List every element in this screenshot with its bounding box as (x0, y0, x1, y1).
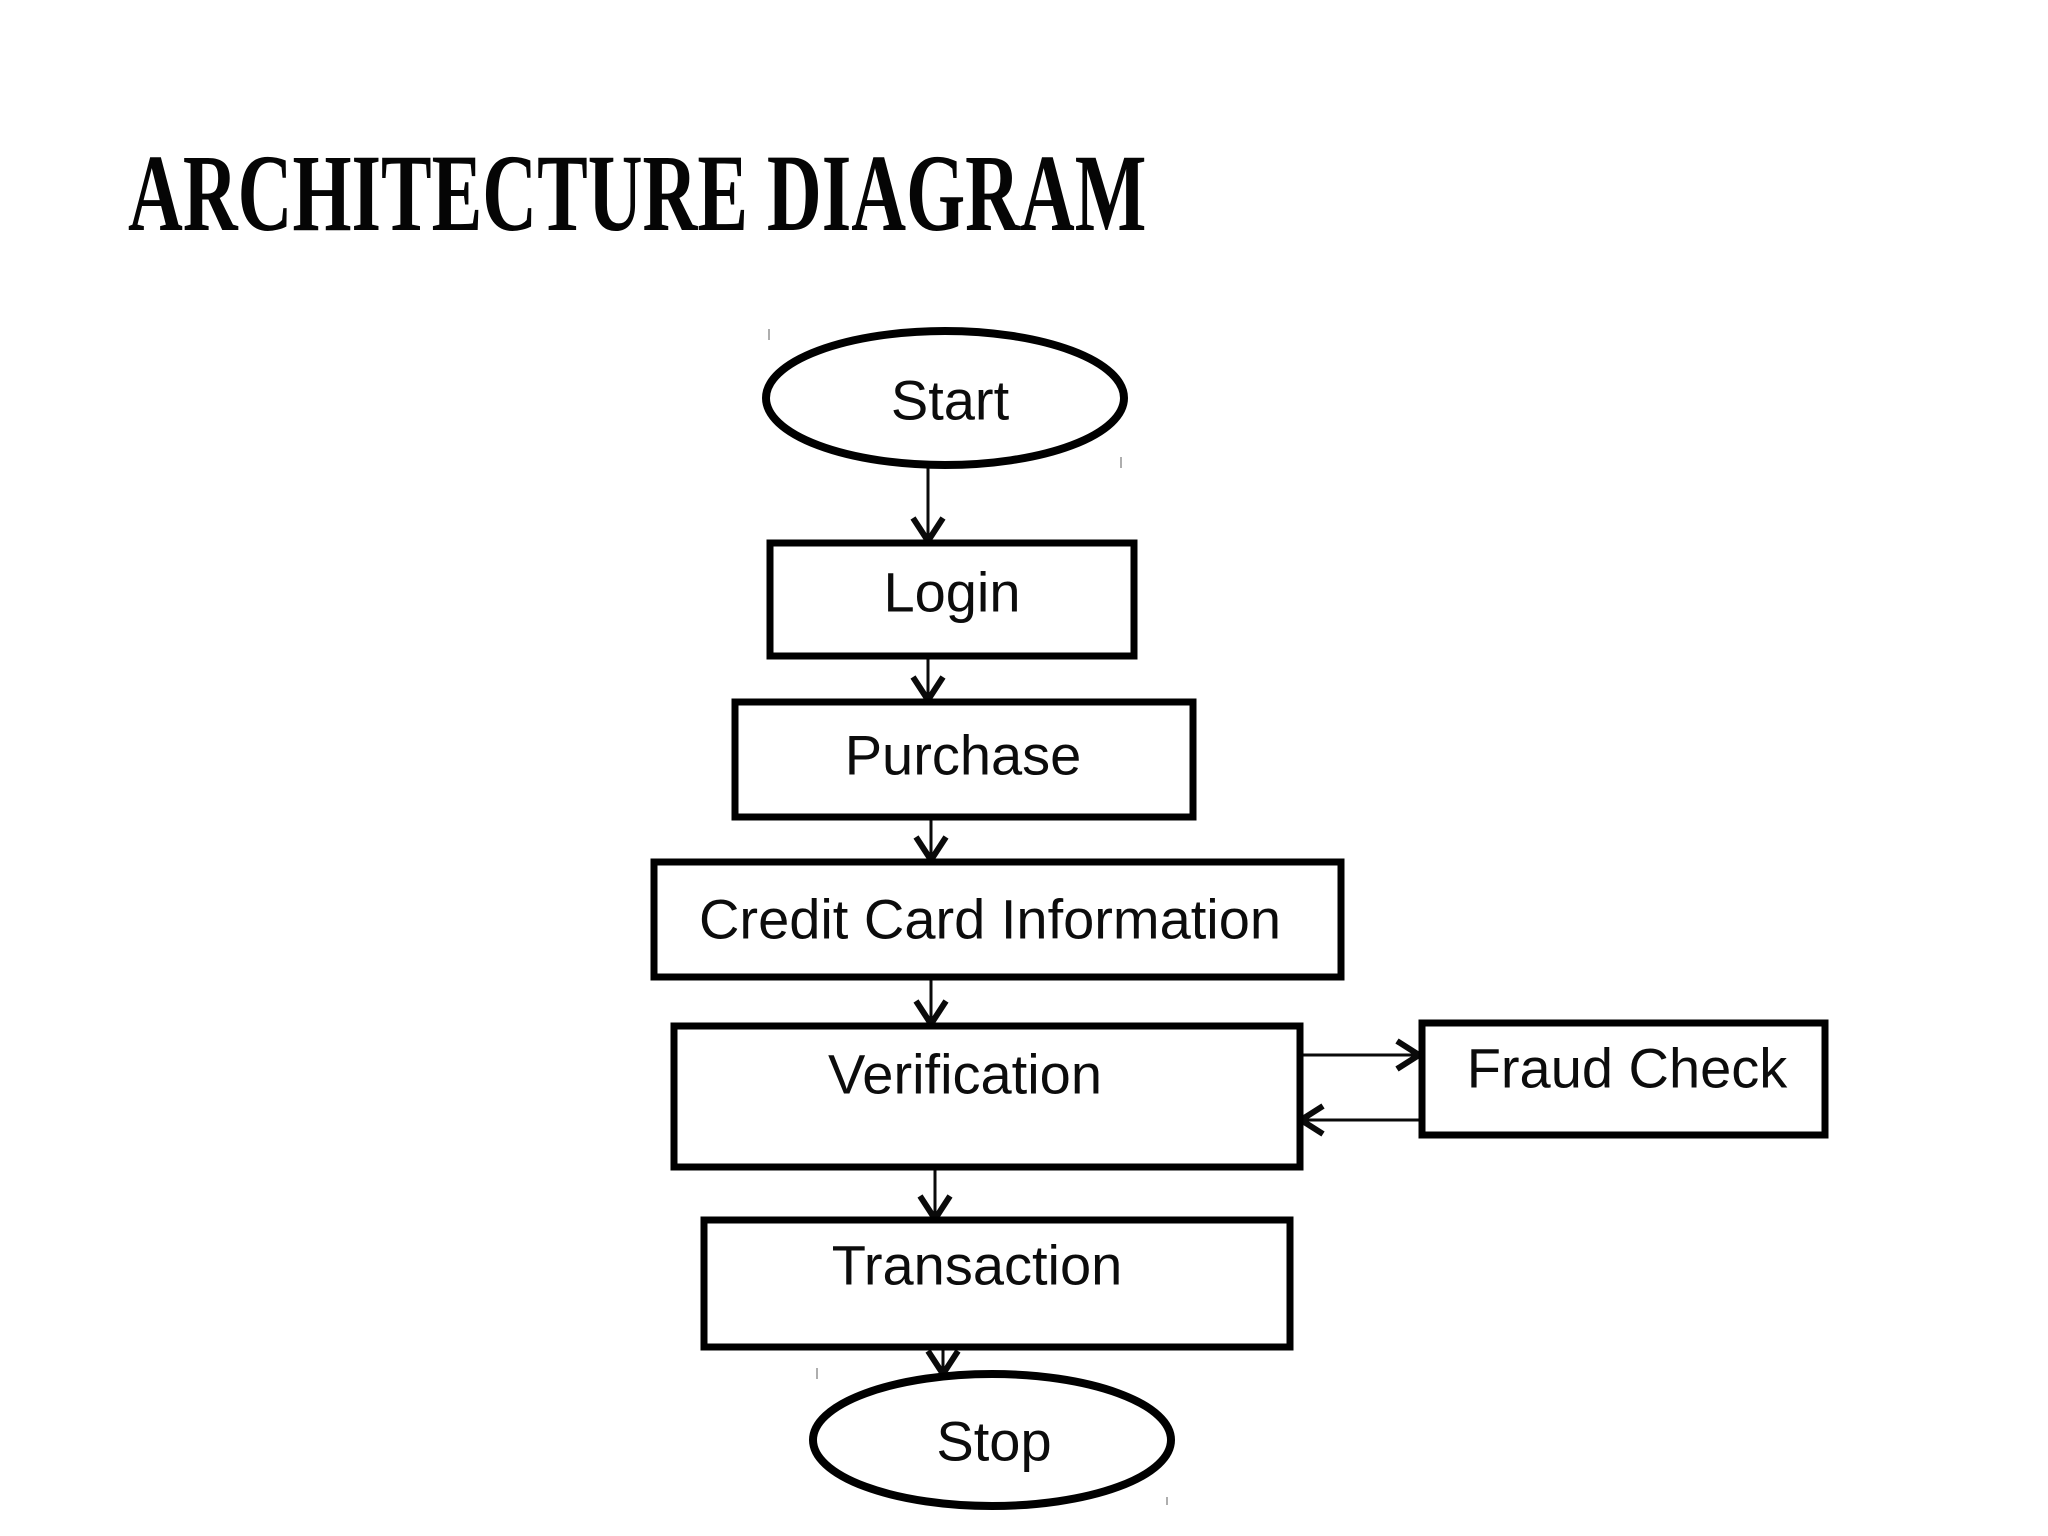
node-stop-shape (809, 1370, 1175, 1510)
node-transaction-label: Transaction (832, 1234, 1123, 1297)
node-credit-card-label: Credit Card Information (699, 888, 1281, 951)
node-purchase-label: Purchase (845, 724, 1082, 787)
node-start-shape (762, 327, 1128, 469)
node-stop-label: Stop (936, 1410, 1051, 1473)
node-fraud-check-shape (1418, 1019, 1829, 1139)
node-verification-shape (670, 1022, 1304, 1171)
node-verification-label: Verification (828, 1043, 1102, 1106)
node-credit-card-shape (650, 858, 1345, 981)
page-title: ARCHITECTURE DIAGRAM (128, 132, 1147, 254)
node-purchase-shape (731, 698, 1197, 821)
node-login-label: Login (883, 561, 1020, 624)
node-transaction-shape (700, 1216, 1294, 1351)
node-fraud-check-label: Fraud Check (1467, 1037, 1789, 1100)
node-login-shape (766, 539, 1138, 660)
node-start-label: Start (891, 369, 1010, 432)
